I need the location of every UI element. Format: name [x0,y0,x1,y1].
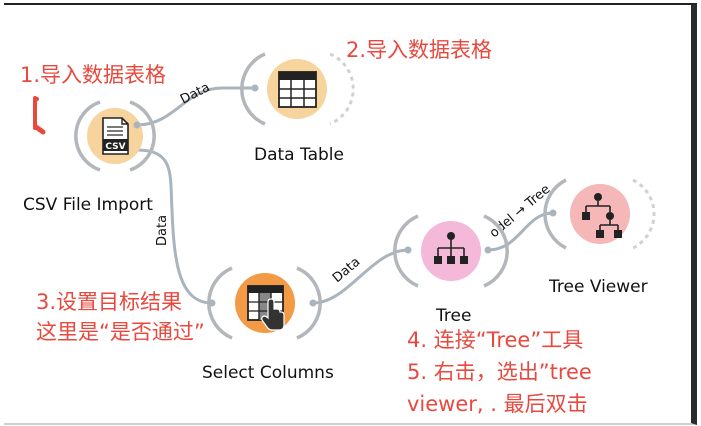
link-label-select-tree: Data [330,255,363,286]
node-data-table[interactable] [240,52,355,126]
link-label-csv-table: Data [178,80,212,107]
canvas-frame [4,3,697,425]
node-csv-file-import[interactable]: CSV [74,100,156,172]
node-label-select-columns: Select Columns [202,363,334,383]
node-output-arc [129,100,156,172]
node-tree-viewer[interactable] [543,178,656,250]
tree-icon [434,232,468,264]
node-output-arc [632,178,656,250]
node-input-arc [74,100,101,172]
hand-cursor-icon [261,298,285,331]
link-csv-to-data-table[interactable] [135,86,257,127]
node-label-csv-file-import: CSV File Import [23,195,153,215]
csv-icon-text: CSV [105,142,125,152]
annotation-step3-line2: 这里是“是否通过” [36,320,205,344]
tree-viewer-icon [582,193,622,238]
annotation-step5-line1: 5. 右击，选出”tree [407,360,592,384]
annotation-step4: 4. 连接“Tree”工具 [407,328,584,352]
node-tree[interactable] [393,214,509,288]
node-label-tree: Tree [436,306,472,326]
node-input-arc [543,178,567,250]
link-label-csv-select: Data [155,215,170,246]
node-label-data-table: Data Table [254,145,344,165]
node-select-columns[interactable] [207,266,322,340]
node-output-arc [483,214,509,288]
node-output-arc [329,52,355,126]
node-input-arc [393,214,419,288]
annotation-step5-line2: viewer, . 最后双击 [407,392,588,416]
handwritten-mark [33,96,46,135]
annotation-step2: 2.导入数据表格 [346,38,493,62]
annotation-step1: 1.导入数据表格 [20,63,167,87]
csv-file-icon: CSV [102,117,129,155]
data-table-icon [278,71,317,108]
node-input-arc [240,52,266,126]
node-label-tree-viewer: Tree Viewer [549,277,648,297]
node-output-arc [296,266,322,340]
node-circle [570,184,630,244]
link-csv-to-select-columns[interactable] [135,148,214,305]
annotation-step3-line1: 3.设置目标结果 [36,290,183,314]
